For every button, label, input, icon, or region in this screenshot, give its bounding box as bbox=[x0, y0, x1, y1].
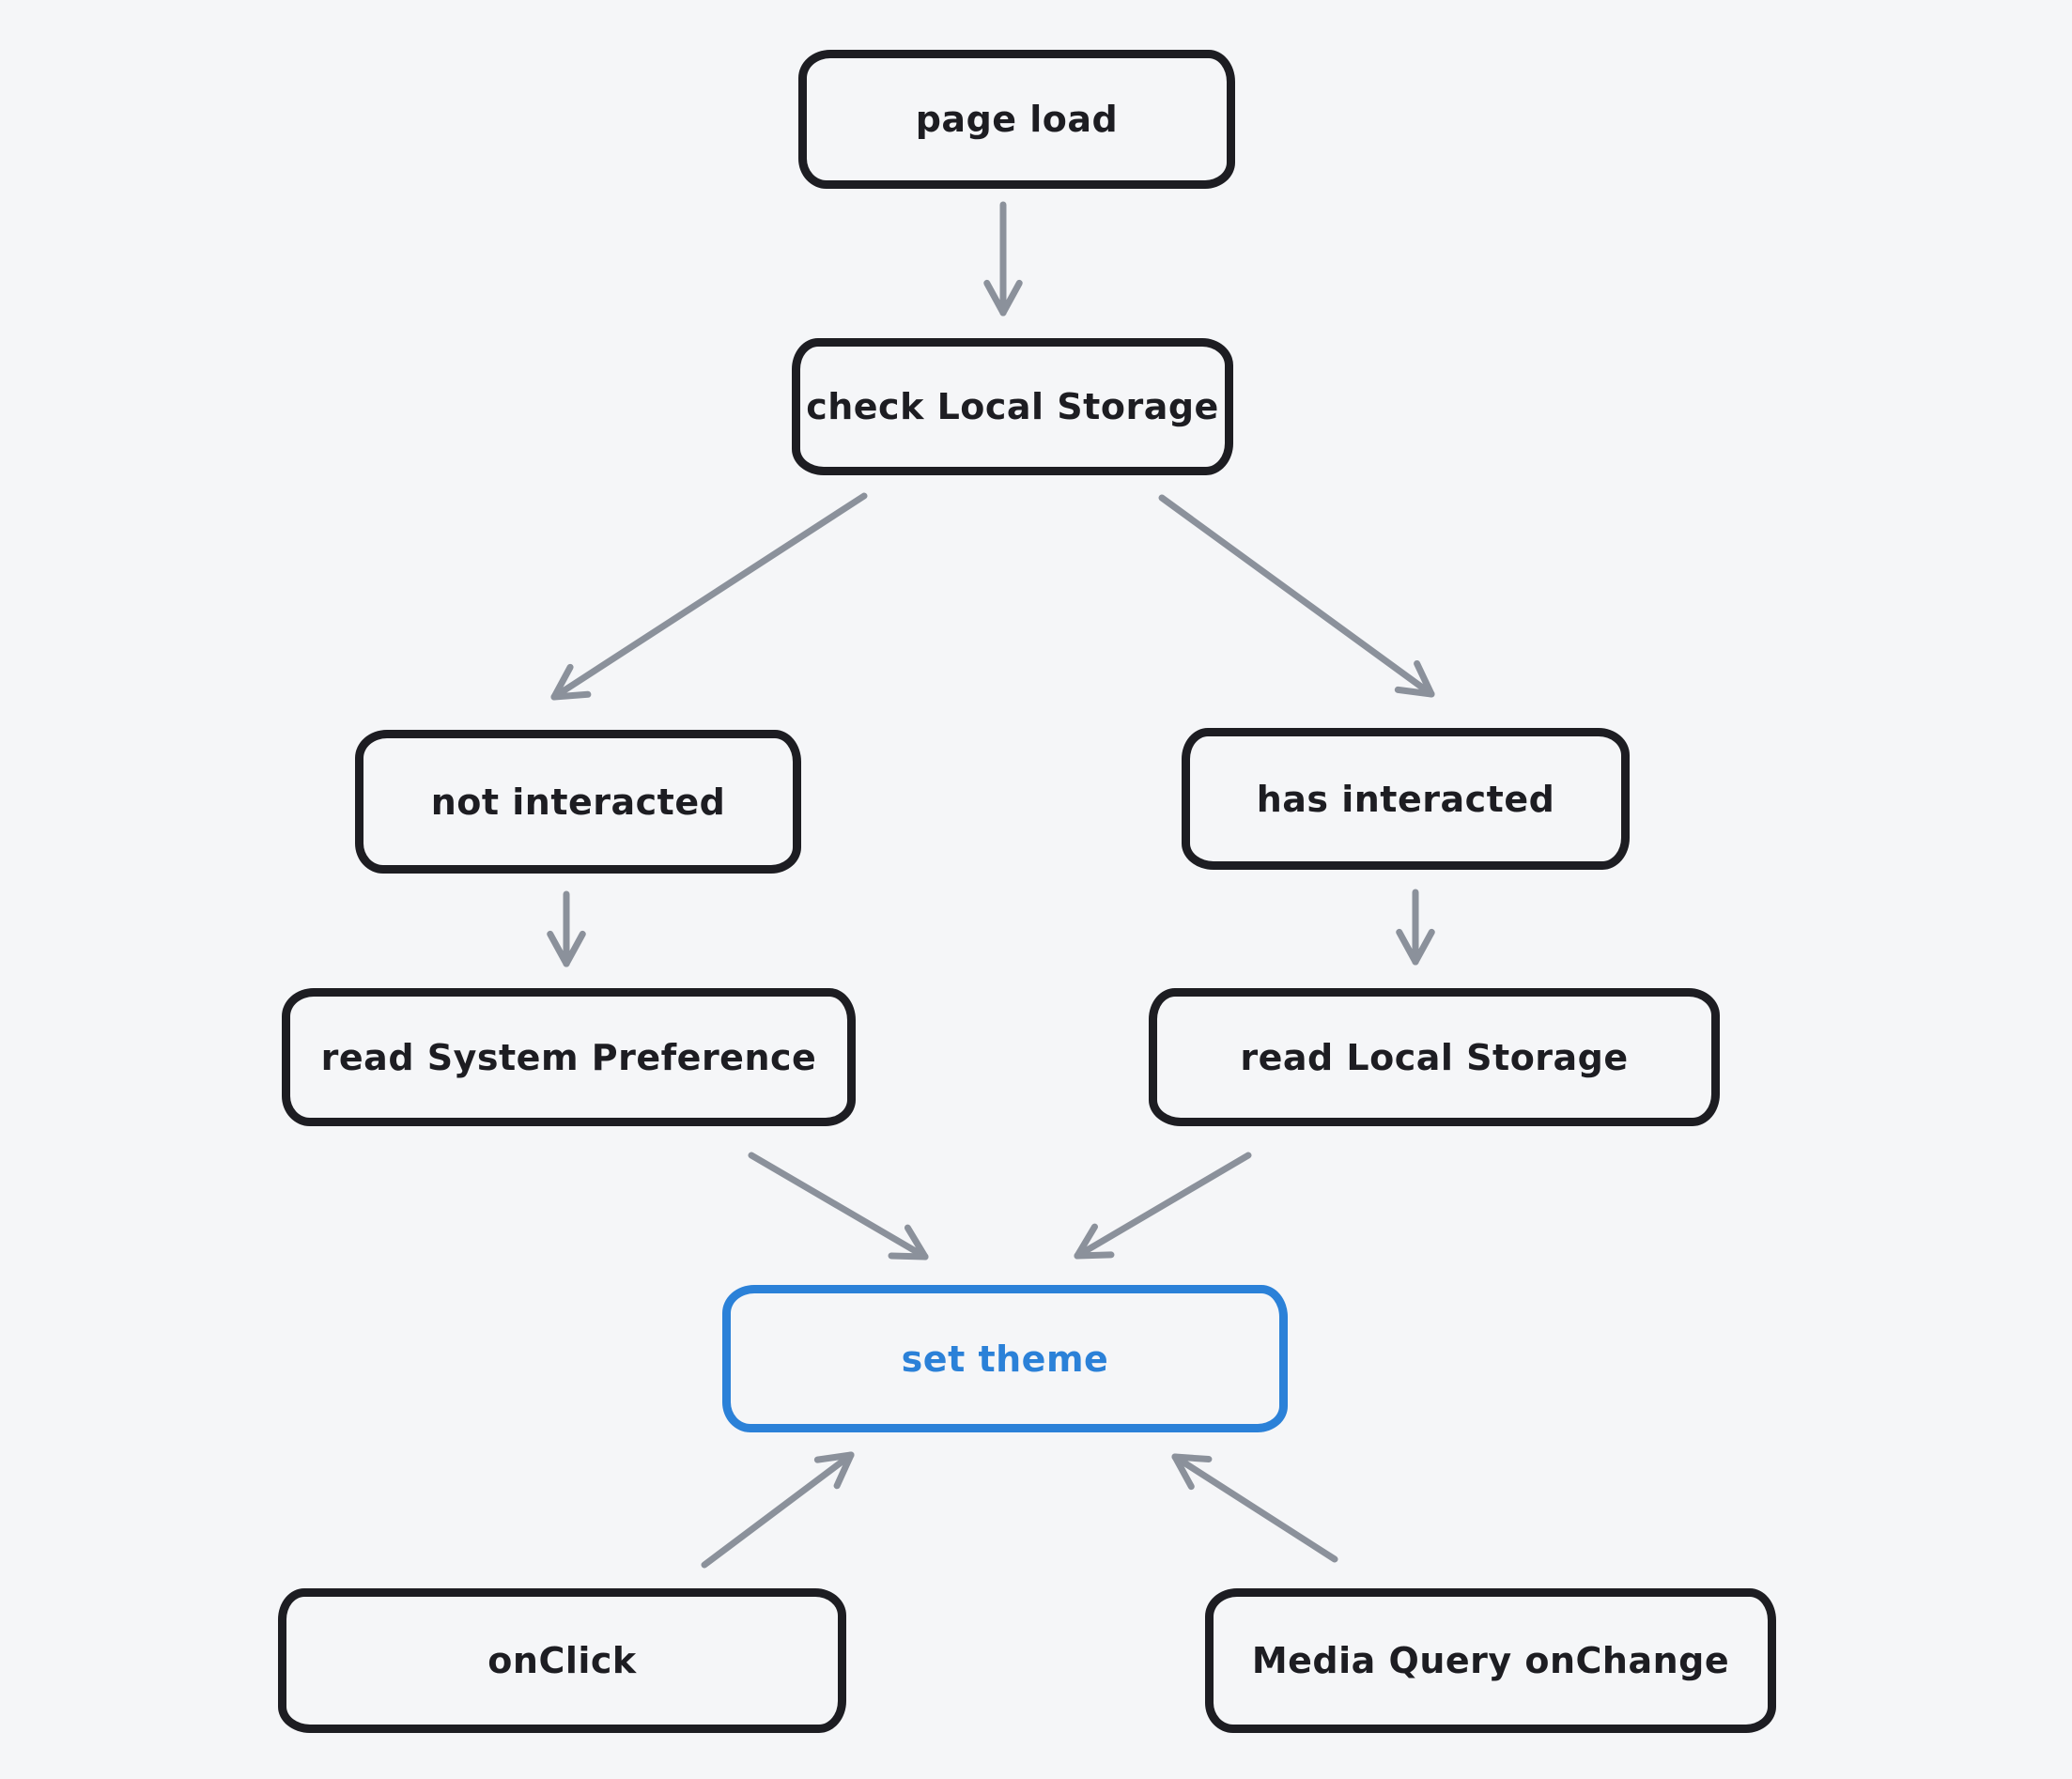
arrow-page-load-to-check-local-storage bbox=[983, 201, 1023, 317]
flow-node-onclick[interactable]: onClick bbox=[278, 1588, 846, 1733]
flow-node-media-query-onchange[interactable]: Media Query onChange bbox=[1205, 1588, 1776, 1733]
flow-node-not-interacted[interactable]: not interacted bbox=[355, 730, 801, 874]
flow-node-read-local-storage[interactable]: read Local Storage bbox=[1149, 988, 1720, 1126]
arrow-check-local-storage-to-not-interacted bbox=[550, 492, 868, 701]
arrow-not-interacted-to-read-system-preference bbox=[547, 890, 586, 967]
flow-node-label: check Local Storage bbox=[806, 386, 1219, 427]
flow-node-set-theme[interactable]: set theme bbox=[722, 1285, 1288, 1432]
arrow-read-local-storage-to-set-theme bbox=[1074, 1152, 1252, 1260]
arrow-onclick-to-set-theme bbox=[701, 1451, 855, 1569]
flow-node-has-interacted[interactable]: has interacted bbox=[1182, 728, 1630, 870]
flow-node-label: not interacted bbox=[430, 781, 726, 823]
flow-node-label: set theme bbox=[901, 1338, 1109, 1380]
arrow-read-system-preference-to-set-theme bbox=[748, 1152, 929, 1261]
arrow-media-query-onchange-to-set-theme bbox=[1171, 1453, 1338, 1563]
flow-node-label: read Local Storage bbox=[1240, 1036, 1629, 1078]
flow-node-label: read System Preference bbox=[320, 1036, 817, 1078]
flow-node-check-local-storage[interactable]: check Local Storage bbox=[792, 338, 1233, 475]
flow-node-page-load[interactable]: page load bbox=[798, 50, 1235, 189]
flow-node-label: Media Query onChange bbox=[1251, 1640, 1730, 1681]
flow-node-label: page load bbox=[915, 99, 1119, 140]
flow-node-read-system-preference[interactable]: read System Preference bbox=[282, 988, 856, 1126]
flow-node-label: has interacted bbox=[1256, 778, 1555, 820]
arrow-check-local-storage-to-has-interacted bbox=[1158, 494, 1435, 698]
arrow-has-interacted-to-read-local-storage bbox=[1396, 889, 1435, 966]
flow-node-label: onClick bbox=[487, 1640, 637, 1681]
